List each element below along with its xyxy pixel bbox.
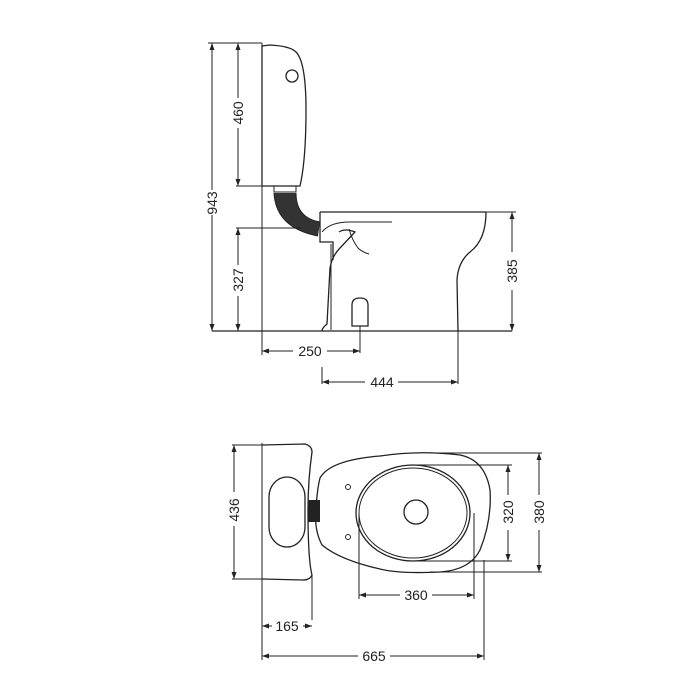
dim-bowl-height: 385	[486, 211, 520, 331]
dim-label-385: 385	[504, 259, 520, 283]
dim-label-320: 320	[500, 500, 516, 524]
dim-overall-length: 665	[262, 560, 485, 664]
seat-opening	[355, 464, 471, 562]
dim-cistern-depth: 165	[262, 618, 312, 634]
flush-pipe	[273, 192, 321, 237]
cistern-lid-recess	[268, 476, 306, 548]
dim-label-665: 665	[362, 648, 386, 664]
dim-inlet-height: 327	[230, 227, 300, 331]
hinge-hole-top	[345, 484, 351, 490]
dim-label-460: 460	[230, 101, 246, 125]
dim-label-943: 943	[204, 191, 220, 215]
cistern-shape	[261, 44, 307, 187]
hinge-hole-bottom	[345, 534, 351, 540]
dim-outlet-offset: 250	[262, 326, 361, 359]
bowl-top-outline	[314, 452, 491, 574]
dim-label-250: 250	[298, 343, 322, 359]
pipe-connector	[308, 500, 320, 522]
dim-overall-height: 943	[204, 42, 262, 331]
dim-label-444: 444	[370, 374, 394, 390]
bowl-shape	[319, 211, 487, 332]
drain-hole	[403, 499, 429, 525]
cistern-outlet	[273, 185, 297, 193]
flush-button-icon	[285, 69, 299, 83]
seat-opening-inner	[358, 467, 468, 559]
top-view: 436 320 380 360	[226, 443, 547, 664]
dim-label-327: 327	[230, 268, 246, 292]
dim-bowl-depth: 444	[321, 331, 459, 390]
dim-cistern-width: 436	[226, 444, 262, 580]
dim-label-165: 165	[275, 618, 299, 634]
dim-seat-opening-length: 360	[358, 513, 475, 603]
dim-seat-opening-width: 320	[413, 464, 516, 562]
dim-cistern-height: 460	[230, 43, 262, 187]
dim-label-380: 380	[531, 500, 547, 524]
dim-label-360: 360	[404, 587, 428, 603]
side-view: 943 460 327 385 250	[204, 42, 520, 390]
dim-bowl-width: 380	[430, 452, 547, 573]
dim-label-436: 436	[226, 498, 242, 522]
